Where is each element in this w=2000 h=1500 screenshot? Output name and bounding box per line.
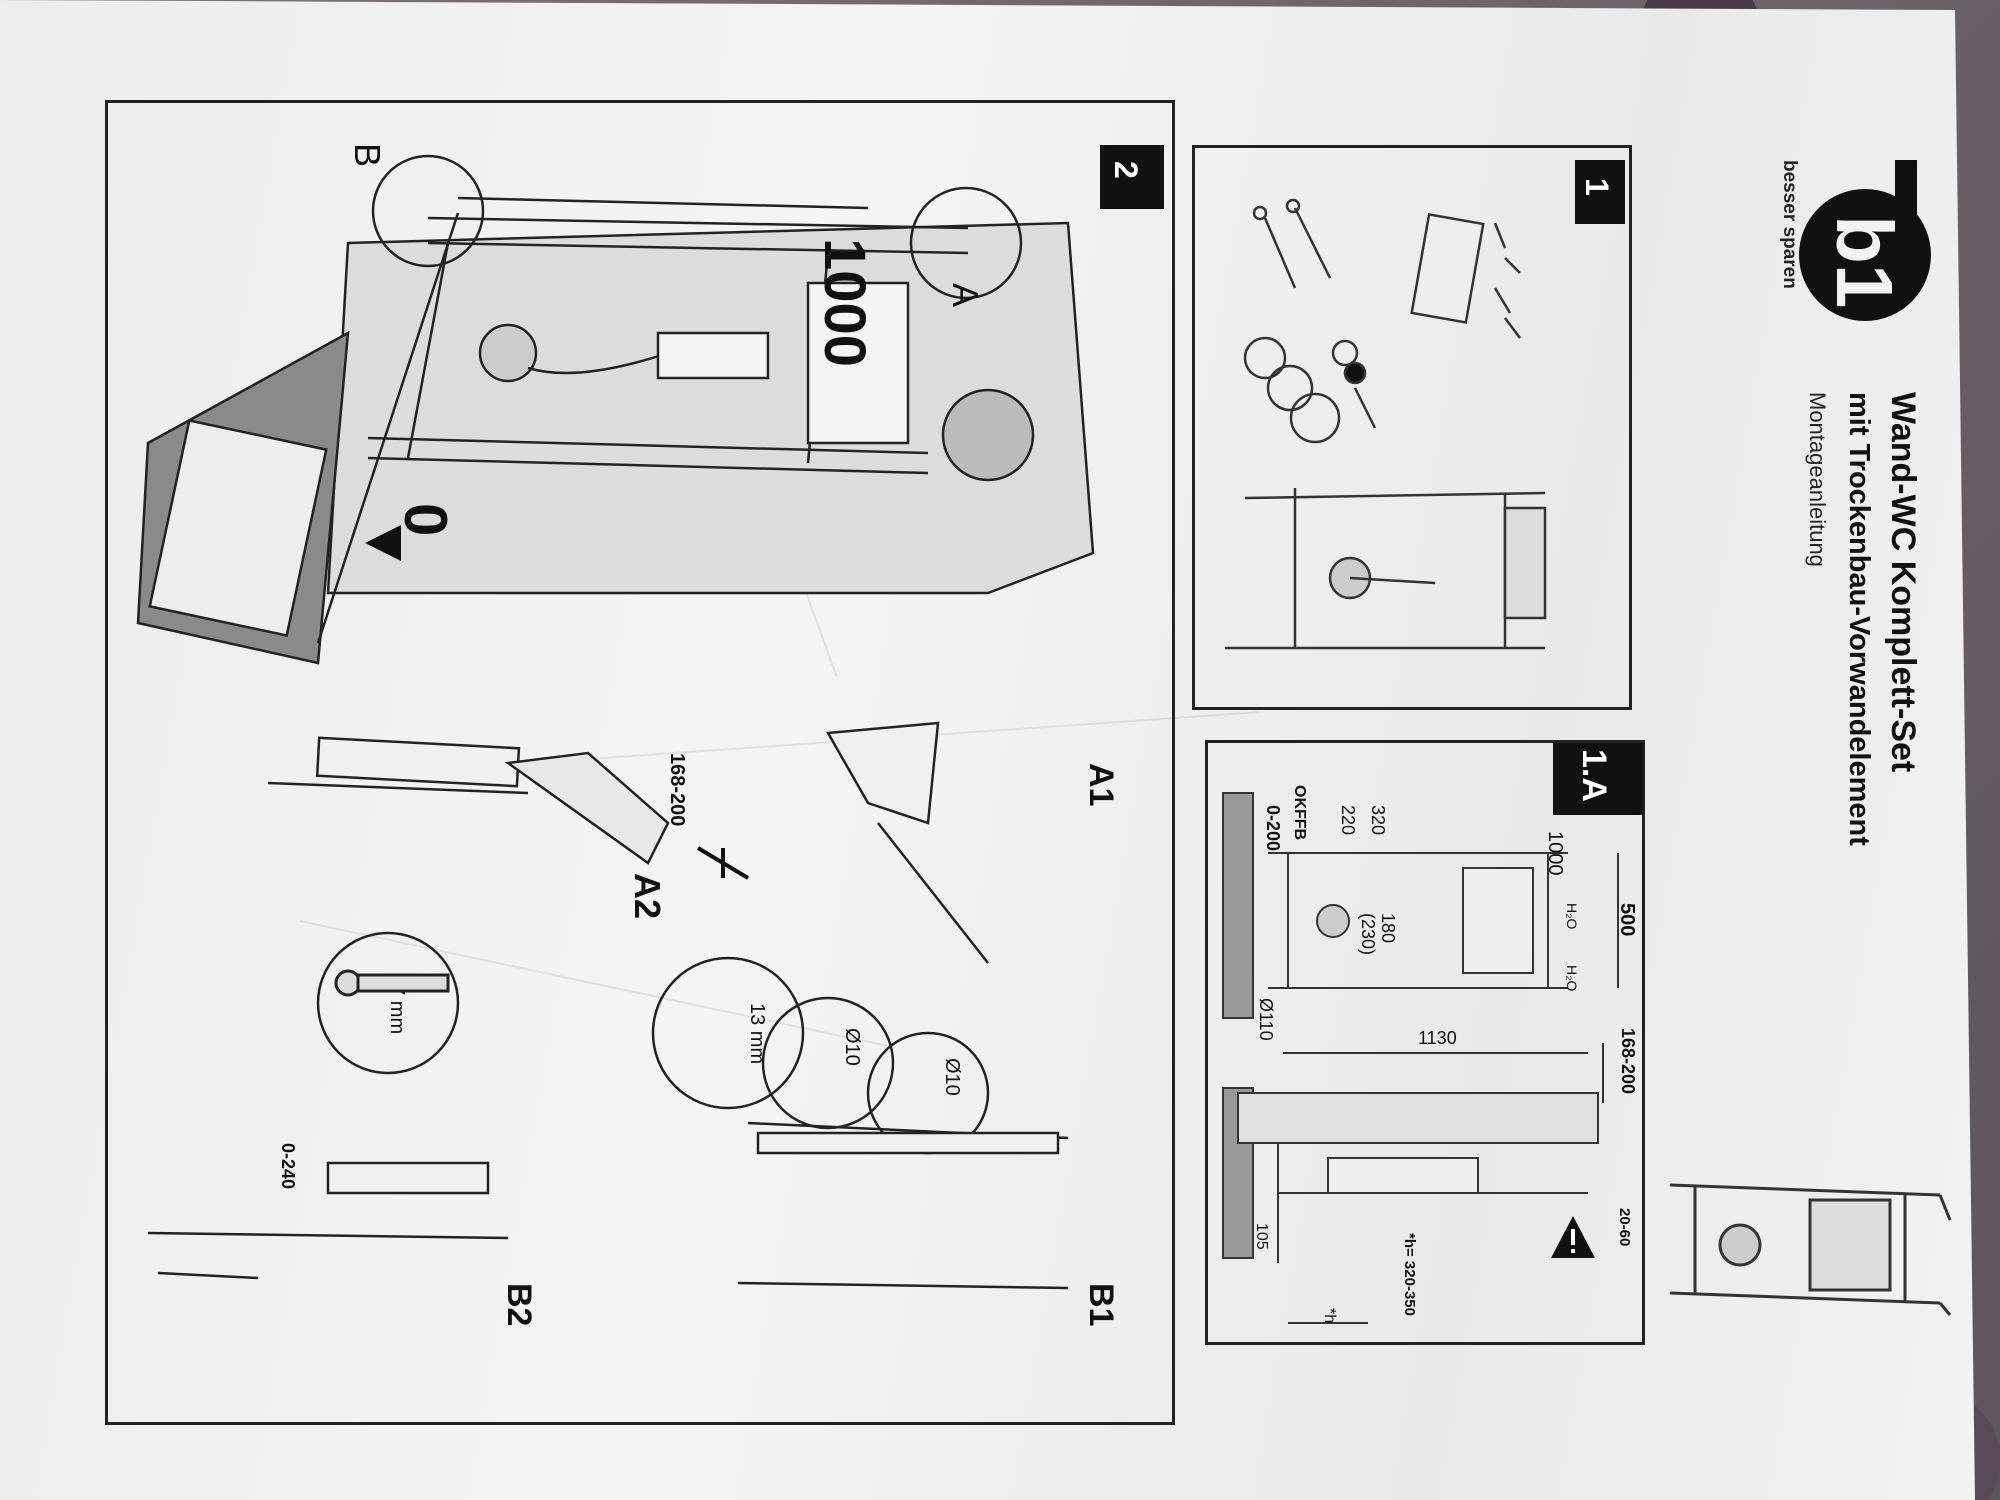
panel-1a-number-tab: 1.A bbox=[1553, 743, 1643, 815]
panel-2-number-tab: 2 bbox=[1100, 145, 1164, 209]
dim-230: (230) bbox=[1358, 913, 1378, 956]
b1-logo-mark bbox=[1799, 160, 1931, 321]
double-arrow-icon bbox=[696, 846, 750, 880]
dim-110: Ø110 bbox=[1256, 998, 1276, 1041]
step-a2-label: A2 bbox=[627, 873, 668, 920]
document-type: Montageanleitung bbox=[1805, 392, 1830, 567]
dim-1000: 1000 bbox=[1544, 831, 1566, 876]
panel-1a: 1.A bbox=[1205, 740, 1645, 1345]
dim-20-60: 20-60 bbox=[1616, 1208, 1633, 1247]
document-subtitle: mit Trockenbau-Vorwandelement bbox=[1843, 392, 1875, 846]
dim-320: 320 bbox=[1368, 805, 1388, 836]
panel-1-number-tab: 1 bbox=[1575, 160, 1625, 224]
dim-width-1000: 1000 bbox=[812, 238, 877, 368]
dim-0-200: 0-200 bbox=[1263, 805, 1283, 852]
h2o-label-a: H₂O bbox=[1564, 903, 1580, 930]
step-b1-label: B1 bbox=[1082, 1283, 1120, 1327]
dim-220: 220 bbox=[1338, 805, 1358, 836]
panel-1: 1 bbox=[1192, 145, 1632, 710]
brand-slogan: besser sparen bbox=[1779, 160, 1800, 289]
step-b2-label: B2 bbox=[500, 1283, 538, 1327]
dim-105: 105 bbox=[1253, 1223, 1270, 1250]
drill-diameter-b: Ø10 bbox=[941, 1058, 963, 1096]
warning-icon bbox=[1551, 1216, 1595, 1258]
detail-label-b: B bbox=[347, 143, 388, 168]
product-frame-illustration bbox=[1669, 1183, 1952, 1316]
dim-180: 180 bbox=[1378, 913, 1398, 944]
detail-label-a: A bbox=[945, 283, 986, 308]
dim-168-200: 168-200 bbox=[1618, 1028, 1638, 1095]
dim-okffb: OKFFB bbox=[1291, 785, 1308, 841]
a2-adjust-dimension: 168-200 bbox=[666, 753, 688, 827]
drill-diameter-a: Ø10 bbox=[841, 1028, 863, 1066]
step-a1-label: A1 bbox=[1082, 763, 1120, 807]
h2o-label-b: H₂O bbox=[1564, 965, 1580, 992]
document-title: Wand-WC Komplett-Set bbox=[1884, 392, 1922, 773]
dim-1130: 1130 bbox=[1418, 1028, 1457, 1048]
installation-dimension-drawing bbox=[1222, 792, 1619, 1324]
b2-adjust-dimension: 0-240 bbox=[278, 1143, 298, 1190]
logo-text: b1 bbox=[1820, 215, 1909, 309]
zero-arrow-icon bbox=[365, 525, 401, 561]
panel-2: 2 bbox=[105, 100, 1175, 1425]
parts-kit-illustration bbox=[1225, 198, 1547, 650]
wrench-icon bbox=[334, 969, 450, 997]
dim-h-range: *h= 320-350 bbox=[1401, 1233, 1418, 1316]
brand-logo: b1 bbox=[1795, 160, 1945, 340]
frame-installation-perspective bbox=[136, 154, 1095, 1290]
dim-500: 500 bbox=[1616, 903, 1638, 937]
wrench-13mm-label: 13 mm bbox=[746, 1003, 768, 1065]
dim-h-marker: *h bbox=[1321, 1308, 1338, 1324]
